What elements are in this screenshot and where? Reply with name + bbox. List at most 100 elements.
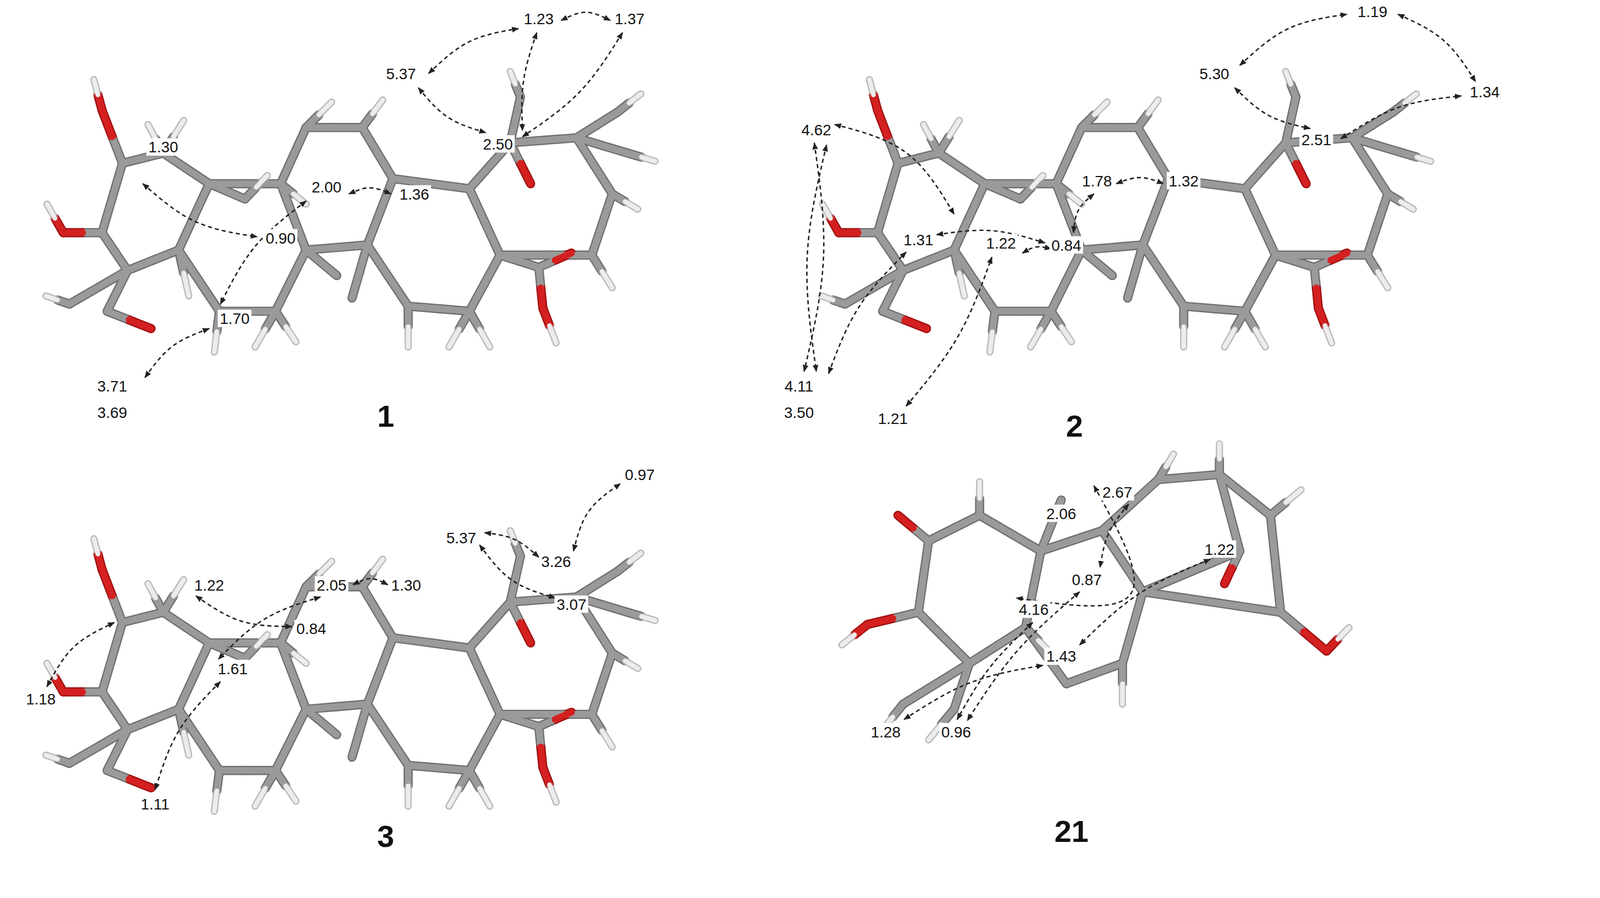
bond-stick xyxy=(280,614,294,643)
bond-stick xyxy=(515,555,521,579)
chemical-shift: 5.37 xyxy=(384,64,419,83)
bond-stick xyxy=(1020,187,1032,200)
bond-stick xyxy=(941,709,954,725)
bond-stick xyxy=(602,271,613,289)
bond-stick xyxy=(1224,567,1233,584)
noesy-arrow xyxy=(967,591,1080,721)
bond-stick xyxy=(892,703,904,717)
bond-stick xyxy=(293,586,307,615)
bond-stick xyxy=(1051,280,1067,312)
bond-stick xyxy=(54,218,64,233)
bond-stick xyxy=(147,124,156,139)
bond-stick xyxy=(549,784,556,803)
bond-stick xyxy=(989,331,993,352)
bond-stick xyxy=(936,663,970,684)
chemical-shift: 4.11 xyxy=(782,377,816,395)
bond-stick xyxy=(882,311,905,320)
bond-stick xyxy=(46,295,58,300)
bond-stick xyxy=(290,709,307,741)
bond-stick xyxy=(147,583,156,598)
bond-stick xyxy=(594,625,612,654)
bond-stick xyxy=(102,232,115,252)
bond-stick xyxy=(867,618,893,625)
bond-stick xyxy=(1137,113,1149,128)
bond-stick xyxy=(969,645,998,664)
bond-stick xyxy=(877,197,888,233)
bond-stick xyxy=(1285,71,1291,85)
bond-stick xyxy=(1031,175,1043,187)
noesy-arrow xyxy=(1073,194,1094,234)
chemical-shift: 2.05 xyxy=(314,576,349,594)
bond-stick xyxy=(97,554,102,570)
bond-stick xyxy=(46,663,55,678)
bond-stick xyxy=(953,250,959,274)
bond-stick xyxy=(1280,611,1304,632)
bond-stick xyxy=(46,754,58,759)
bond-stick xyxy=(407,765,439,769)
bond-stick xyxy=(555,712,572,720)
bond-stick xyxy=(1112,244,1144,248)
bond-stick xyxy=(602,730,613,748)
bond-stick xyxy=(923,124,932,139)
bond-stick xyxy=(1318,307,1326,326)
bond-stick xyxy=(1071,530,1103,542)
bond-stick xyxy=(1061,326,1072,342)
bond-stick xyxy=(591,224,603,256)
bond-stick xyxy=(244,187,256,200)
bond-stick xyxy=(1183,306,1215,310)
bond-stick xyxy=(285,785,297,802)
bond-stick xyxy=(1244,166,1266,190)
bond-stick xyxy=(510,71,516,85)
bond-stick xyxy=(379,178,393,212)
bond-stick xyxy=(321,721,338,735)
bond-stick xyxy=(112,596,123,623)
noesy-arrow xyxy=(155,681,221,791)
bond-stick xyxy=(275,280,291,312)
bond-stick xyxy=(306,114,319,128)
bond-stick xyxy=(69,746,99,764)
bond-stick xyxy=(1180,306,1188,327)
bond-stick xyxy=(949,120,960,137)
bond-stick xyxy=(367,211,380,245)
bond-stick xyxy=(1127,271,1136,299)
bond-stick xyxy=(1400,201,1414,210)
bond-stick xyxy=(293,675,307,709)
bond-stick xyxy=(1219,474,1245,495)
bond-stick xyxy=(216,770,220,791)
bond-stick xyxy=(194,183,210,217)
bond-stick xyxy=(1066,673,1095,684)
bond-stick xyxy=(449,328,460,347)
bond-stick xyxy=(479,328,490,347)
bond-stick xyxy=(94,79,98,96)
bond-stick xyxy=(469,311,480,329)
bond-stick xyxy=(520,163,532,184)
bond-stick xyxy=(489,602,511,626)
bond-stick xyxy=(1137,127,1153,153)
bond-stick xyxy=(285,326,297,342)
bond-stick xyxy=(1404,94,1417,104)
bond-stick xyxy=(1211,602,1281,613)
bond-stick xyxy=(1377,145,1403,153)
bond-stick xyxy=(1265,142,1286,167)
noesy-arrow xyxy=(349,187,391,194)
bond-stick xyxy=(102,109,113,137)
bond-stick xyxy=(515,96,521,120)
bond-stick xyxy=(1143,244,1164,276)
bond-stick xyxy=(602,145,628,153)
bond-stick xyxy=(918,611,944,638)
bond-stick xyxy=(1290,96,1296,120)
bond-stick xyxy=(1122,627,1133,664)
bond-stick xyxy=(469,188,485,222)
bond-stick xyxy=(1377,194,1388,225)
bond-stick xyxy=(290,250,307,281)
bond-stick xyxy=(629,94,641,104)
bond-stick xyxy=(969,183,985,217)
bond-stick xyxy=(285,785,297,802)
bond-stick xyxy=(1370,166,1388,195)
bond-stick xyxy=(1143,571,1192,592)
bond-stick xyxy=(163,596,174,613)
bond-stick xyxy=(362,572,373,587)
bond-stick xyxy=(510,140,544,143)
bond-stick xyxy=(362,586,378,612)
bond-stick xyxy=(359,244,368,272)
